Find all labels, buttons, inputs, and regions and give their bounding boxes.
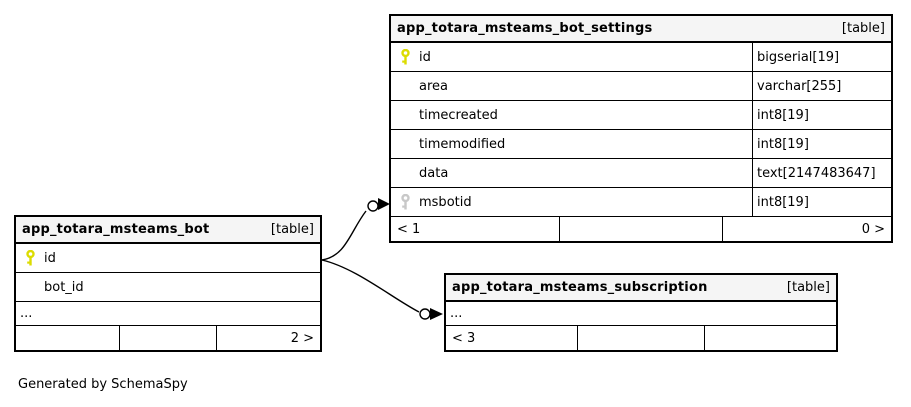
ellipsis-row: ... — [446, 302, 836, 326]
column-row-area: area varchar[255] — [391, 72, 891, 101]
table-footer: 2 > — [16, 326, 320, 350]
column-row-timemodified: timemodified int8[19] — [391, 130, 891, 159]
table-node-app-totara-msteams-bot[interactable]: app_totara_msteams_bot [table] id bot_id — [14, 215, 322, 352]
column-row-bot-id: bot_id — [16, 273, 320, 302]
table-name: app_totara_msteams_bot_settings — [397, 21, 653, 36]
table-name: app_totara_msteams_subscription — [452, 280, 708, 295]
footer-in-count: < 3 — [452, 330, 476, 346]
primary-key-icon — [24, 250, 36, 266]
column-row-msbotid: msbotid int8[19] — [391, 188, 891, 217]
table-node-app-totara-msteams-bot-settings[interactable]: app_totara_msteams_bot_settings [table] … — [389, 14, 893, 243]
table-node-app-totara-msteams-subscription[interactable]: app_totara_msteams_subscription [table] … — [444, 273, 838, 352]
table-name: app_totara_msteams_bot — [22, 222, 210, 237]
table-header[interactable]: app_totara_msteams_subscription [table] — [446, 275, 836, 302]
column-type: int8[19] — [752, 101, 891, 129]
table-footer: < 3 — [446, 326, 836, 350]
table-tag: [table] — [270, 222, 314, 237]
primary-key-icon — [399, 49, 411, 65]
generated-by-label: Generated by SchemaSpy — [18, 377, 188, 392]
column-type: int8[19] — [752, 130, 891, 158]
column-row-timecreated: timecreated int8[19] — [391, 101, 891, 130]
relationship-curve-bot-to-subscription — [321, 259, 420, 313]
relationship-arrow-subscription — [430, 308, 443, 320]
relationship-circle-settings — [367, 200, 379, 212]
footer-out-count — [703, 326, 836, 350]
table-tag: [table] — [841, 21, 885, 36]
footer-spacer — [559, 217, 722, 241]
footer-in-count — [16, 326, 119, 350]
footer-out-count: 2 > — [216, 326, 320, 350]
relationship-curve-bot-to-settings — [321, 210, 367, 261]
column-name: data — [419, 165, 449, 181]
column-row-data: data text[2147483647] — [391, 159, 891, 188]
table-footer: < 1 0 > — [391, 217, 891, 241]
footer-in-count: < 1 — [397, 221, 421, 237]
foreign-key-icon — [399, 194, 411, 210]
column-type: text[2147483647] — [752, 159, 891, 187]
table-tag: [table] — [786, 280, 830, 295]
column-name: msbotid — [419, 194, 472, 210]
column-name: area — [419, 78, 448, 94]
footer-out-count: 0 > — [722, 217, 891, 241]
column-name: id — [44, 250, 56, 266]
column-row-id: id bigserial[19] — [391, 43, 891, 72]
column-row-id: id — [16, 244, 320, 273]
column-name: timemodified — [419, 136, 506, 152]
relationship-circle-subscription — [419, 308, 431, 320]
table-header[interactable]: app_totara_msteams_bot [table] — [16, 217, 320, 244]
column-type: int8[19] — [752, 188, 891, 216]
column-type: varchar[255] — [752, 72, 891, 100]
column-name: timecreated — [419, 107, 498, 123]
footer-spacer — [118, 326, 217, 350]
footer-spacer — [577, 326, 703, 350]
column-type: bigserial[19] — [752, 43, 891, 71]
table-header[interactable]: app_totara_msteams_bot_settings [table] — [391, 16, 891, 43]
ellipsis-row: ... — [16, 302, 320, 326]
column-name: bot_id — [44, 279, 84, 295]
column-name: id — [419, 49, 431, 65]
